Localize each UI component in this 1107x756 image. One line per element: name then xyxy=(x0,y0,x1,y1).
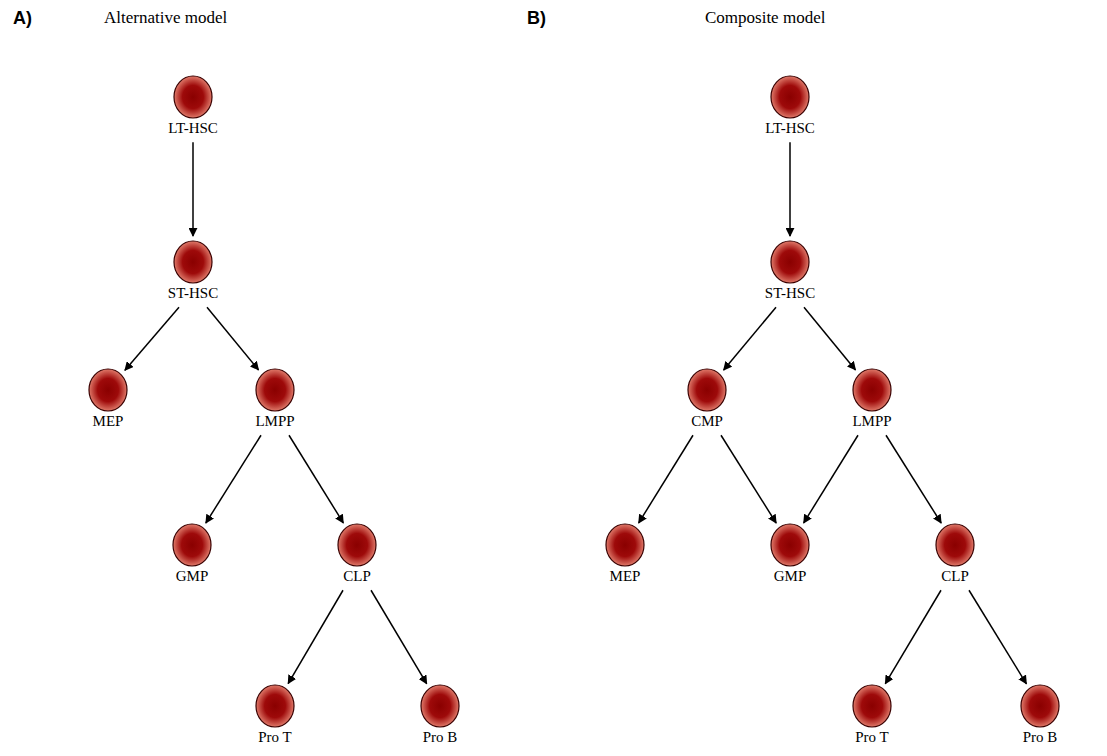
panel-title: Alternative model xyxy=(104,8,227,28)
cell-node: CMP xyxy=(686,368,728,430)
cell-node: MEP xyxy=(87,368,129,430)
cell-circle xyxy=(851,368,893,412)
cell-circle xyxy=(87,368,129,412)
lineage-arrow xyxy=(125,307,179,370)
cell-label: ST-HSC xyxy=(763,285,817,302)
cell-circle xyxy=(254,368,296,412)
cell-label: CLP xyxy=(939,568,971,585)
cell-label: Pro B xyxy=(421,729,460,746)
cell-node: ST-HSC xyxy=(763,240,817,302)
cell-node: CLP xyxy=(934,523,976,585)
lineage-arrow xyxy=(288,590,343,683)
cell-label: GMP xyxy=(772,568,809,585)
cell-node: Pro T xyxy=(851,684,893,746)
cell-node: Pro B xyxy=(419,684,461,746)
lineage-arrow xyxy=(969,590,1026,684)
lineage-arrow xyxy=(789,142,791,236)
cell-label: Pro T xyxy=(256,729,293,746)
cell-node: LT-HSC xyxy=(763,75,817,137)
cell-node: LMPP xyxy=(850,368,893,430)
cell-label: LMPP xyxy=(850,413,893,430)
cell-label: MEP xyxy=(91,413,126,430)
cell-circle xyxy=(769,75,811,119)
cell-node: GMP xyxy=(171,523,213,585)
cell-label: GMP xyxy=(174,568,211,585)
cell-label: LT-HSC xyxy=(166,120,220,137)
panel-letter: B) xyxy=(527,8,546,29)
cell-node: GMP xyxy=(769,523,811,585)
lineage-arrow xyxy=(371,590,427,683)
lineage-arrow xyxy=(885,590,941,683)
cell-circle xyxy=(419,684,461,728)
cell-circle xyxy=(604,523,646,567)
panel-letter: A) xyxy=(13,8,32,29)
lineage-arrow xyxy=(206,435,261,523)
cell-label: LT-HSC xyxy=(763,120,817,137)
lineage-arrow xyxy=(724,307,776,370)
lineage-arrow xyxy=(886,435,941,523)
cell-circle xyxy=(172,240,214,284)
cell-circle xyxy=(1019,684,1061,728)
cell-label: LMPP xyxy=(253,413,296,430)
cell-node: Pro T xyxy=(254,684,296,746)
cell-circle xyxy=(934,523,976,567)
cell-node: LT-HSC xyxy=(166,75,220,137)
cell-circle xyxy=(336,523,378,567)
lineage-arrow xyxy=(721,435,776,523)
cell-label: ST-HSC xyxy=(166,285,220,302)
cell-label: MEP xyxy=(608,568,643,585)
cell-circle xyxy=(851,684,893,728)
cell-node: MEP xyxy=(604,523,646,585)
cell-node: Pro B xyxy=(1019,684,1061,746)
lineage-arrow xyxy=(804,435,858,523)
cell-label: Pro B xyxy=(1021,729,1060,746)
cell-circle xyxy=(769,240,811,284)
cell-label: CMP xyxy=(689,413,725,430)
lineage-arrow xyxy=(207,307,258,370)
panel-title: Composite model xyxy=(705,8,825,28)
cell-node: LMPP xyxy=(253,368,296,430)
lineage-arrow xyxy=(804,307,855,370)
lineage-arrow xyxy=(289,435,343,523)
cell-circle xyxy=(769,523,811,567)
cell-circle xyxy=(686,368,728,412)
lineage-arrow xyxy=(192,142,194,236)
cell-node: CLP xyxy=(336,523,378,585)
cell-circle xyxy=(254,684,296,728)
cell-label: Pro T xyxy=(853,729,890,746)
cell-circle xyxy=(172,75,214,119)
cell-label: CLP xyxy=(341,568,373,585)
cell-node: ST-HSC xyxy=(166,240,220,302)
cell-circle xyxy=(171,523,213,567)
lineage-arrow xyxy=(639,435,693,523)
